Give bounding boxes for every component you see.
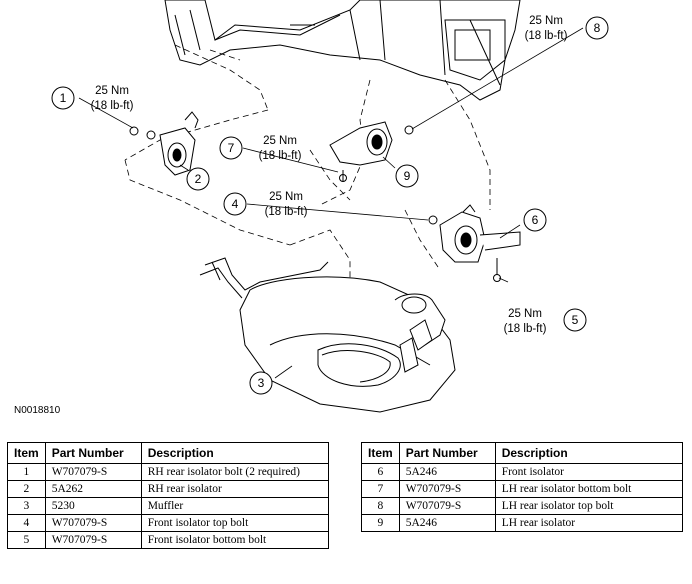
front-isolator <box>428 204 521 282</box>
callout-3-number: 3 <box>258 376 265 390</box>
figure-id: N0018810 <box>14 405 61 416</box>
callout-7-number: 7 <box>228 141 235 155</box>
row-description: LH rear isolator <box>494 514 684 532</box>
dashed-leader-lines <box>124 44 491 285</box>
row-part-number: W707079-S <box>44 514 142 532</box>
callout-8-number: 8 <box>594 21 601 35</box>
row-part-number: W707079-S <box>398 497 496 515</box>
callout-5-torque-nm: 25 Nm <box>508 308 542 320</box>
table-row: 9 5A246 LH rear isolator <box>361 514 684 532</box>
row-item: 7 <box>361 480 400 498</box>
table-row: 8 W707079-S LH rear isolator top bolt <box>361 497 684 515</box>
callout-2: 2 <box>186 167 210 191</box>
callout-1-number: 1 <box>60 91 67 105</box>
table-row: 5 W707079-S Front isolator bottom bolt <box>7 531 330 549</box>
row-item: 8 <box>361 497 400 515</box>
callout-9: 9 <box>395 164 419 188</box>
row-item: 1 <box>7 463 46 481</box>
row-description: Front isolator bottom bolt <box>140 531 330 549</box>
row-item: 2 <box>7 480 46 498</box>
row-item: 3 <box>7 497 46 515</box>
row-item: 5 <box>7 531 46 549</box>
header-part-number: Part Number <box>398 442 496 464</box>
header-description: Description <box>140 442 330 464</box>
rh-rear-isolator <box>129 111 199 176</box>
header-item: Item <box>361 442 400 464</box>
callout-3: 3 <box>249 371 273 395</box>
muffler <box>199 257 456 413</box>
exhaust-diagram: 1 25 Nm (18 lb-ft) 2 3 4 25 Nm (18 lb-ft… <box>51 0 609 413</box>
callout-7: 7 25 Nm (18 lb-ft) <box>219 135 302 162</box>
parts-table-right: Item Part Number Description 6 5A246 Fro… <box>361 442 684 532</box>
row-description: LH rear isolator top bolt <box>494 497 684 515</box>
row-description: Front isolator <box>494 463 684 481</box>
header-description: Description <box>494 442 684 464</box>
row-item: 6 <box>361 463 400 481</box>
callout-5: 5 25 Nm (18 lb-ft) <box>504 308 587 335</box>
callout-4-torque-nm: 25 Nm <box>269 191 303 203</box>
callout-6: 6 <box>523 208 547 232</box>
row-description: LH rear isolator bottom bolt <box>494 480 684 498</box>
frame-crossmember <box>164 0 521 101</box>
callout-4: 4 25 Nm (18 lb-ft) <box>223 191 308 218</box>
table-row: 3 5230 Muffler <box>7 497 330 515</box>
row-description: RH rear isolator bolt (2 required) <box>140 463 330 481</box>
callout-4-number: 4 <box>232 197 239 211</box>
row-description: RH rear isolator <box>140 480 330 498</box>
parts-table-left: Item Part Number Description 1 W707079-S… <box>7 442 330 549</box>
row-part-number: W707079-S <box>398 480 496 498</box>
row-description: Muffler <box>140 497 330 515</box>
header-part-number: Part Number <box>44 442 142 464</box>
callout-9-number: 9 <box>404 169 411 183</box>
row-part-number: 5A246 <box>398 514 496 532</box>
callout-1-torque-lbft: (18 lb-ft) <box>91 100 134 112</box>
callout-1-torque-nm: 25 Nm <box>95 85 129 97</box>
callout-8-torque-nm: 25 Nm <box>529 15 563 27</box>
lh-rear-isolator <box>329 121 414 182</box>
callout-7-torque-nm: 25 Nm <box>263 135 297 147</box>
table-header-row: Item Part Number Description <box>7 442 330 464</box>
table-row: 7 W707079-S LH rear isolator bottom bolt <box>361 480 684 498</box>
callout-5-torque-lbft: (18 lb-ft) <box>504 323 547 335</box>
callout-4-torque-lbft: (18 lb-ft) <box>265 206 308 218</box>
row-part-number: 5A246 <box>398 463 496 481</box>
callout-leaders <box>78 27 584 379</box>
callout-1: 1 25 Nm (18 lb-ft) <box>51 85 134 112</box>
row-part-number: W707079-S <box>44 531 142 549</box>
table-row: 4 W707079-S Front isolator top bolt <box>7 514 330 532</box>
callout-7-torque-lbft: (18 lb-ft) <box>259 150 302 162</box>
callout-5-number: 5 <box>572 313 579 327</box>
callout-8-torque-lbft: (18 lb-ft) <box>525 30 568 42</box>
callout-2-number: 2 <box>195 172 202 186</box>
row-part-number: 5230 <box>44 497 142 515</box>
table-header-row: Item Part Number Description <box>361 442 684 464</box>
row-item: 9 <box>361 514 400 532</box>
table-row: 6 5A246 Front isolator <box>361 463 684 481</box>
row-item: 4 <box>7 514 46 532</box>
callout-6-number: 6 <box>532 213 539 227</box>
table-row: 2 5A262 RH rear isolator <box>7 480 330 498</box>
row-description: Front isolator top bolt <box>140 514 330 532</box>
header-item: Item <box>7 442 46 464</box>
row-part-number: W707079-S <box>44 463 142 481</box>
row-part-number: 5A262 <box>44 480 142 498</box>
callout-8: 8 25 Nm (18 lb-ft) <box>525 15 609 42</box>
table-row: 1 W707079-S RH rear isolator bolt (2 req… <box>7 463 330 481</box>
